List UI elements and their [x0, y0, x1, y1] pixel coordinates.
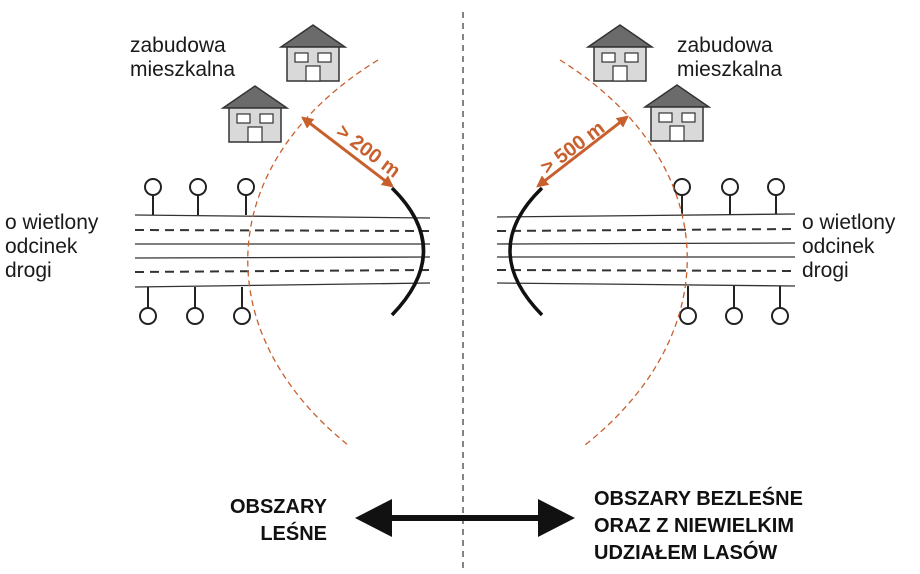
left-lit-road-line1: o wietlony [5, 211, 99, 234]
left-lit-road-line2: odcinek [5, 235, 78, 258]
left-panel: > 200 m [134, 24, 431, 446]
right-street-lamps-bottom [679, 286, 789, 325]
left-house-icon [222, 85, 288, 143]
right-distance-arrow [536, 115, 629, 188]
left-road-end-arc [390, 186, 426, 317]
left-street-lamps-bottom [139, 287, 251, 325]
left-house-icon [280, 24, 346, 82]
left-region-label-line1: OBSZARY [229, 496, 327, 518]
right-radius-arc [559, 59, 688, 446]
left-radius-arc [247, 59, 379, 446]
right-housing-label-line2: mieszkalna [677, 58, 783, 81]
left-distance-arrow [301, 116, 394, 188]
right-region-label-line3: UDZIAŁEM LASÓW [594, 542, 778, 564]
right-distance-label: > 500 m [537, 117, 609, 179]
left-housing-label: zabudowa mieszkalna [130, 34, 235, 82]
right-region-label: OBSZARY BEZLEŚNE ORAZ Z NIEWIELKIM UDZIA… [594, 486, 803, 567]
left-region-label-line2: LEŚNE [260, 523, 327, 545]
right-house-icon [587, 24, 653, 82]
right-lit-road-line2: odcinek [802, 235, 875, 258]
right-house-icon [644, 84, 710, 142]
left-road [134, 214, 431, 288]
left-housing-label-line1: zabudowa [130, 34, 226, 57]
right-street-lamps-top [673, 178, 785, 214]
right-road [496, 213, 796, 287]
right-lit-road-line3: drogi [802, 259, 849, 282]
right-panel: > 500 m [496, 24, 796, 446]
right-region-label-line2: ORAZ Z NIEWIELKIM [594, 515, 794, 537]
left-distance-label: > 200 m [332, 120, 404, 182]
right-region-label-line1: OBSZARY BEZLEŚNE [594, 488, 803, 510]
right-lit-road-label: o wietlony odcinek drogi [802, 211, 895, 283]
bottom-double-arrow [355, 499, 575, 537]
right-housing-label-line1: zabudowa [677, 34, 773, 57]
left-street-lamps-top [144, 178, 255, 215]
right-road-end-arc [508, 186, 544, 317]
right-housing-label: zabudowa mieszkalna [677, 34, 782, 82]
left-lit-road-line3: drogi [5, 259, 52, 282]
right-lit-road-line1: o wietlony [802, 211, 896, 234]
left-lit-road-label: o wietlony odcinek drogi [5, 211, 98, 283]
left-housing-label-line2: mieszkalna [130, 58, 236, 81]
left-region-label: OBSZARY LEŚNE [200, 494, 327, 548]
